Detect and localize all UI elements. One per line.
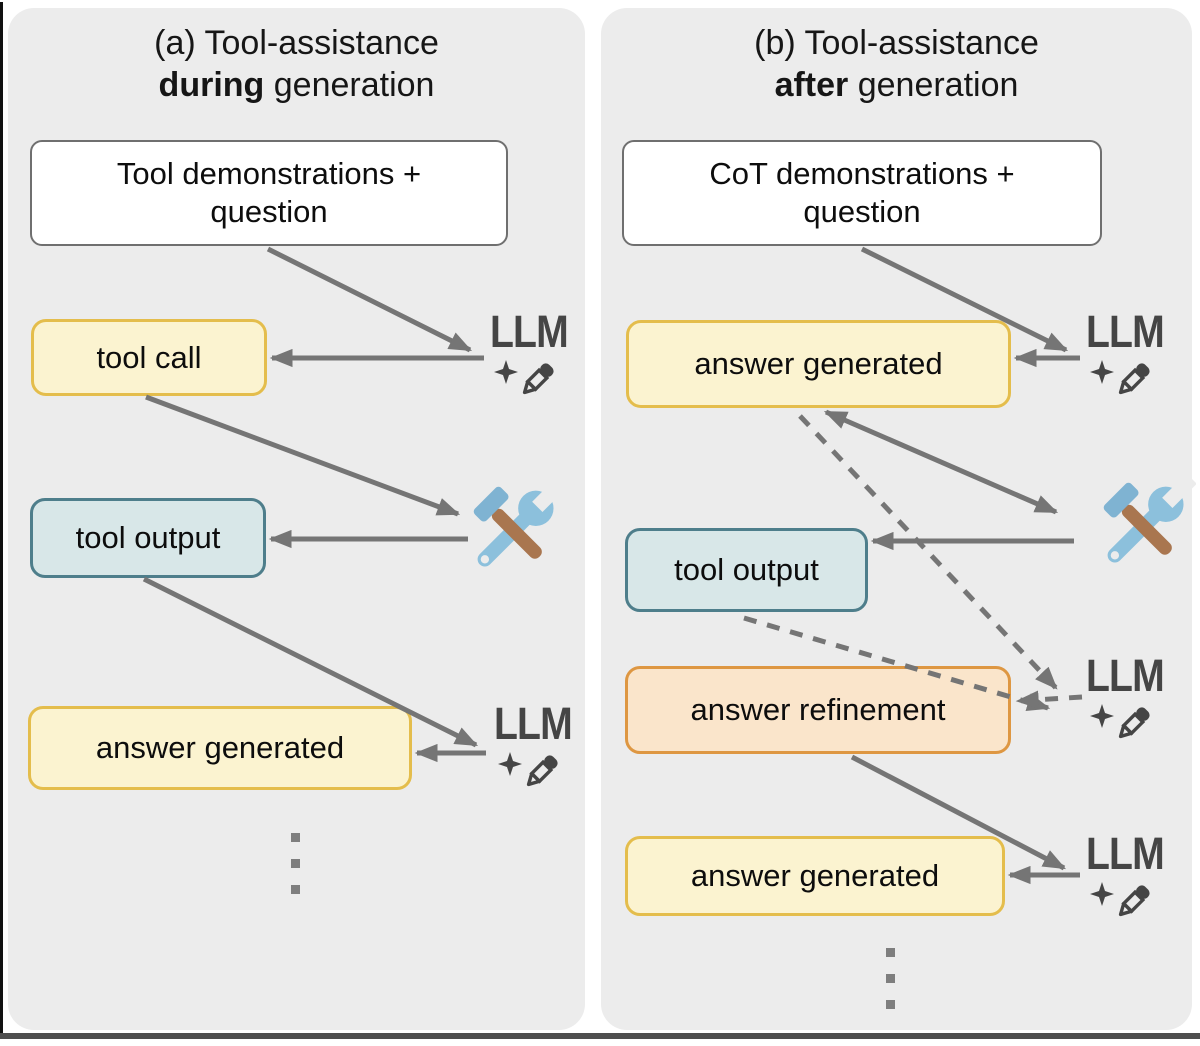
llm-icon-b2: LLM — [1086, 650, 1176, 752]
node-label: answer refinement — [690, 692, 946, 727]
llm-icon-a2: LLM — [494, 698, 584, 800]
panel-b-title-line2: after generation — [601, 64, 1192, 106]
panel-a-title-line1: (a) Tool-assistance — [154, 24, 439, 62]
ellipsis-dot — [886, 974, 895, 983]
node-label: tool output — [75, 520, 221, 555]
sparkle-pencil-icon — [1090, 704, 1150, 739]
panel-b-title: (b) Tool-assistance after generation — [601, 22, 1192, 106]
node-label-line1: Tool demonstrations + — [116, 156, 422, 191]
node-cot-demonstrations-question: CoT demonstrations + question — [622, 140, 1102, 246]
panel-a-title-emphasis: during — [158, 66, 265, 104]
panel-b-title-line1: (b) Tool-assistance — [754, 24, 1039, 62]
node-tool-demonstrations-question: Tool demonstrations + question — [30, 140, 508, 246]
ellipsis-dot — [291, 885, 300, 894]
ellipsis-dot — [886, 948, 895, 957]
panel-a-title: (a) Tool-assistance during generation — [8, 22, 585, 106]
sparkle-pencil-icon — [494, 360, 554, 395]
node-answer-generated-b-top: answer generated — [626, 320, 1011, 408]
llm-label: LLM — [490, 306, 569, 357]
node-label: answer generated — [95, 730, 345, 765]
llm-icon-b1: LLM — [1086, 306, 1176, 408]
node-label-line2: question — [210, 194, 328, 229]
node-label: tool call — [96, 339, 202, 375]
node-tool-output-a: tool output — [30, 498, 266, 578]
hammer-and-wrench-icon-b — [1103, 473, 1196, 563]
llm-label: LLM — [1086, 306, 1165, 357]
panel-b-title-emphasis: after — [774, 66, 849, 104]
llm-label: LLM — [494, 698, 573, 749]
node-label-line2: question — [803, 194, 921, 229]
sparkle-pencil-icon — [498, 752, 558, 787]
panel-b-title-suffix: generation — [848, 66, 1019, 104]
node-label: answer generated — [690, 858, 940, 893]
panel-a-title-line2: during generation — [8, 64, 585, 106]
llm-icon-b3: LLM — [1086, 828, 1176, 930]
node-answer-refinement: answer refinement — [625, 666, 1011, 754]
llm-label: LLM — [1086, 650, 1165, 701]
node-label: answer generated — [694, 346, 943, 381]
node-answer-generated-a: answer generated — [28, 706, 412, 790]
sparkle-pencil-icon — [1090, 882, 1150, 917]
ellipsis-dot — [886, 1000, 895, 1009]
ellipsis-dot — [291, 833, 300, 842]
sparkle-pencil-icon — [1090, 360, 1150, 395]
llm-label: LLM — [1086, 828, 1165, 879]
page-bottom-rule — [0, 1033, 1200, 1039]
vertical-ellipsis-a — [291, 833, 300, 911]
ellipsis-dot — [291, 859, 300, 868]
page-left-border — [0, 2, 3, 1036]
node-tool-call: tool call — [31, 319, 267, 396]
node-answer-generated-b-bottom: answer generated — [625, 836, 1005, 916]
node-label: tool output — [674, 552, 819, 587]
panel-a-title-suffix: generation — [264, 66, 435, 104]
node-tool-output-b: tool output — [625, 528, 868, 612]
llm-icon-a1: LLM — [490, 306, 580, 408]
node-label-line1: CoT demonstrations + — [709, 156, 1015, 191]
vertical-ellipsis-b — [886, 948, 895, 1026]
hammer-and-wrench-icon-a — [473, 477, 566, 567]
